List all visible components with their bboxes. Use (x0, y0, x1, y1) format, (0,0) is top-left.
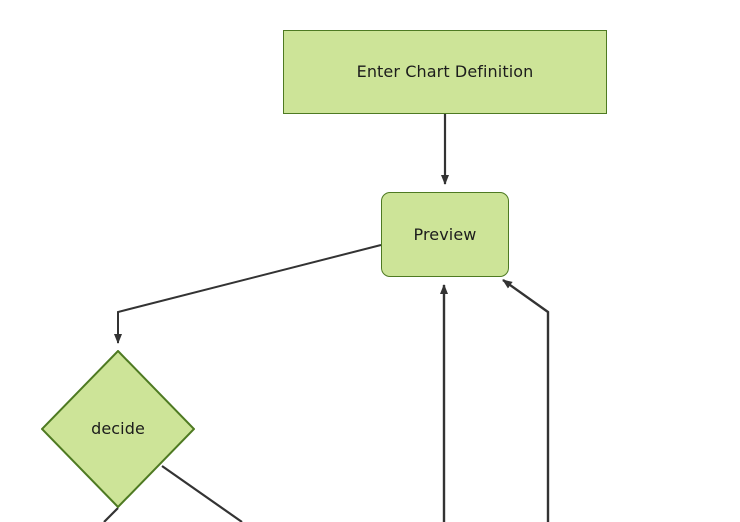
node-label-enter-chart-definition: Enter Chart Definition (356, 62, 534, 81)
edge-preview-to-decide (114, 244, 382, 344)
edge-decide-bottom-left (103, 507, 119, 522)
edge-decide-bottom-right (161, 465, 243, 522)
node-enter-chart-definition[interactable]: Enter Chart Definition (283, 30, 607, 114)
node-label-preview: Preview (413, 224, 477, 244)
edge-bottom-right-to-preview (502, 279, 550, 522)
node-preview[interactable]: Preview (381, 192, 509, 277)
diamond-shape (41, 350, 195, 508)
node-label-decide: decide (91, 419, 145, 438)
node-decide[interactable]: decide (41, 350, 195, 508)
